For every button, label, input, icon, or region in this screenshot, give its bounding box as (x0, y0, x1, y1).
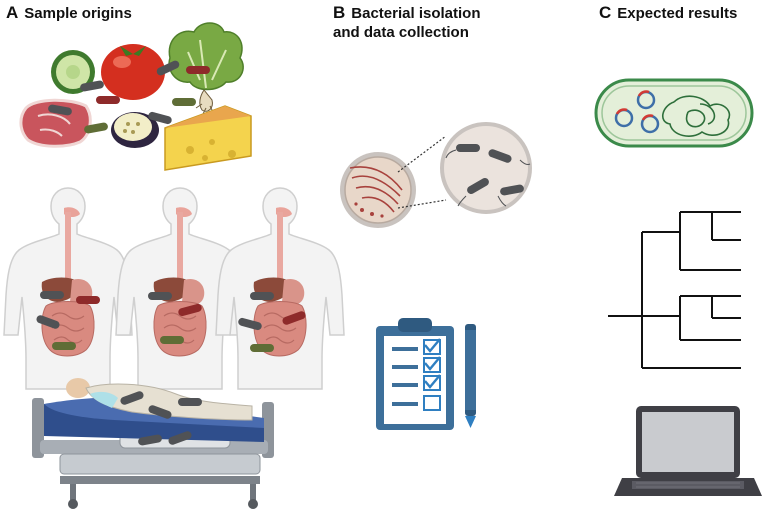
panel-b-heading: B Bacterial isolation and data collection (333, 3, 553, 42)
phylogenetic-tree-icon (608, 211, 741, 369)
panel-c-title: Expected results (617, 5, 738, 22)
bacterium-icon (40, 291, 64, 299)
bacterium-icon (76, 296, 100, 304)
zoom-lines (397, 135, 447, 209)
cucumber-icon (51, 50, 95, 94)
bacterium-icon (148, 292, 172, 300)
tomato-icon (101, 44, 165, 100)
cheese-icon (164, 105, 252, 171)
plasmid-icon (614, 108, 634, 128)
hospital-bed-icon (32, 398, 274, 509)
panel-b-title-line1: Bacterial isolation (351, 5, 481, 22)
bacterium-icon (186, 66, 210, 74)
petri-dish-icon (340, 152, 416, 228)
bacterium-icon (250, 344, 274, 352)
bacterium-icon (96, 96, 120, 104)
meat-icon (19, 98, 92, 148)
panel-a-letter: A (6, 3, 19, 22)
panel-a-title: Sample origins (24, 5, 132, 22)
bacterium-icon (172, 98, 196, 106)
magnifier-icon (440, 122, 532, 214)
eggplant-icon (111, 112, 159, 148)
clipboard-checklist-icon (376, 318, 454, 430)
bacterial-cell-icon (594, 78, 754, 148)
panel-b-title-line2: and data collection (333, 24, 469, 41)
plasmid-icon (640, 114, 660, 134)
plasmid-icon (636, 90, 656, 110)
laptop-icon (614, 406, 762, 496)
bacterium-icon (178, 398, 202, 406)
panel-b-letter: B (333, 3, 346, 22)
human-body-icon (215, 187, 345, 390)
pen-icon (465, 324, 476, 428)
human-body-icon (3, 187, 133, 390)
panel-c-heading: C Expected results (599, 3, 737, 23)
panel-a-heading: A Sample origins (6, 3, 132, 23)
bacterium-icon (250, 292, 274, 300)
panel-c-letter: C (599, 3, 612, 22)
bacterium-icon (52, 342, 76, 350)
bacterium-icon (160, 336, 184, 344)
